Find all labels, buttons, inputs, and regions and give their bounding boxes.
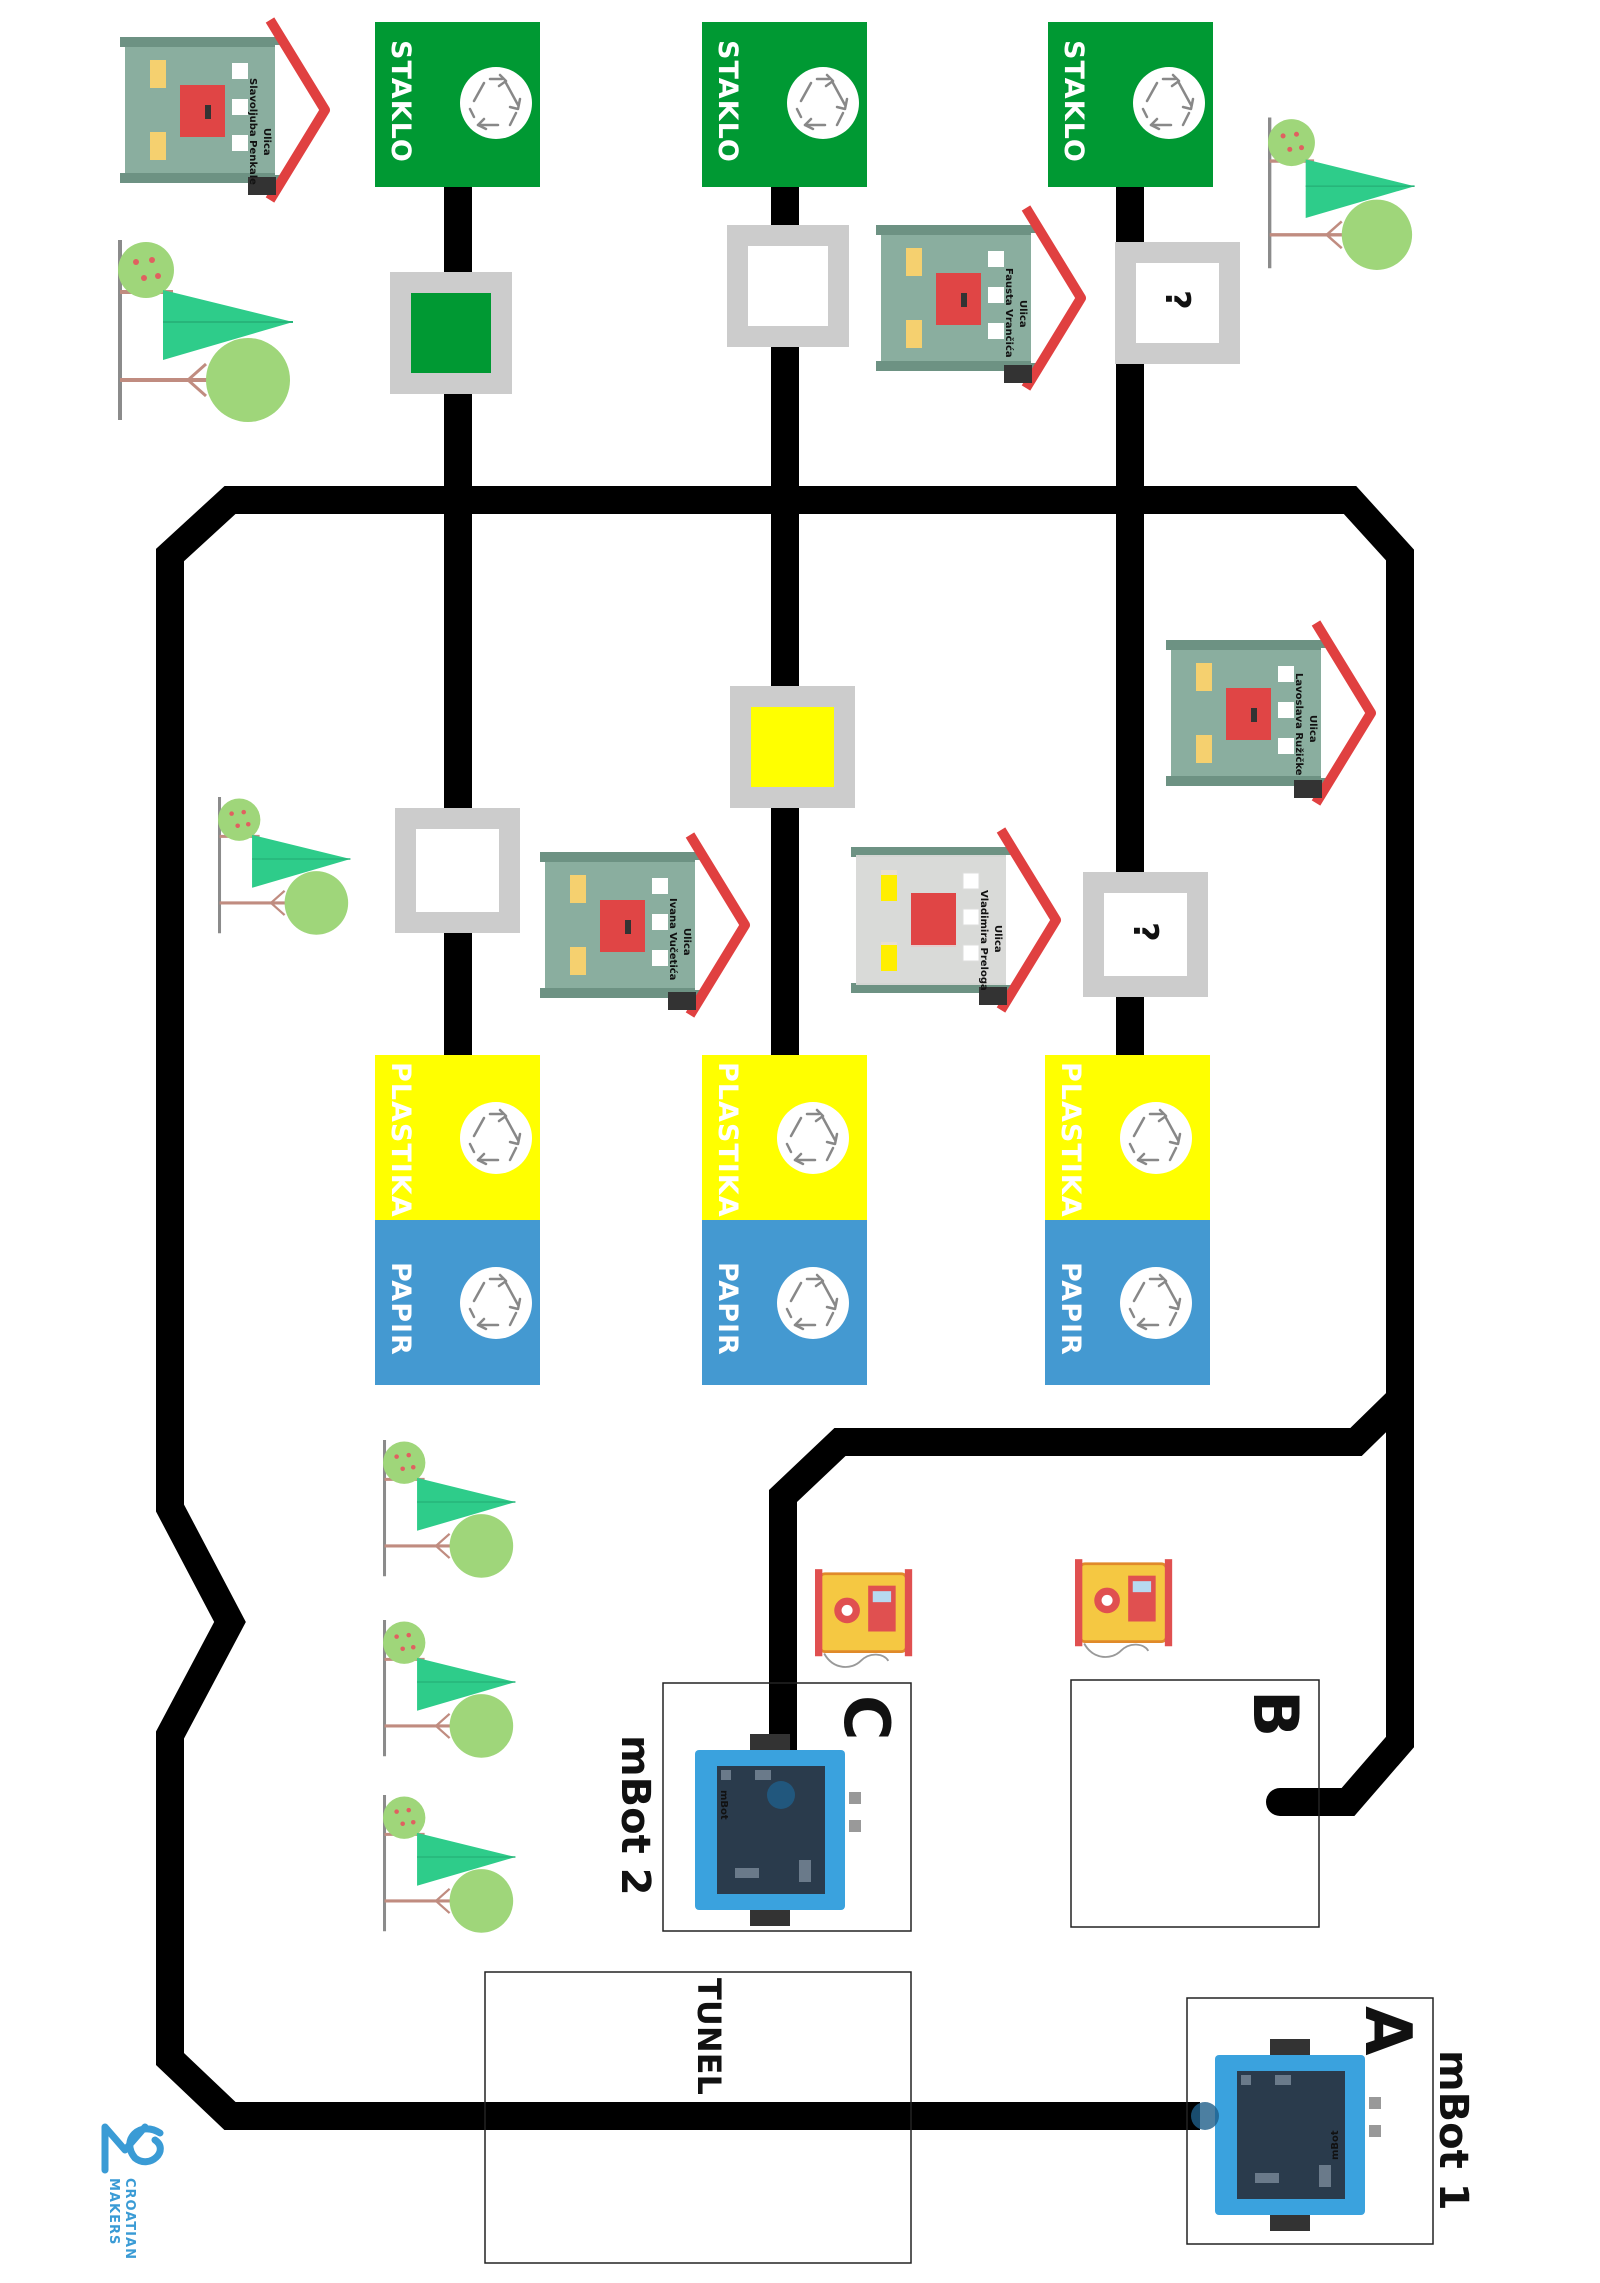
- recycle-icon: [458, 1100, 534, 1176]
- question-mark: ?: [1125, 922, 1165, 942]
- paper-label: PAPIR: [712, 1262, 743, 1356]
- glass-bin-3: STAKLO: [1048, 22, 1213, 187]
- checkpoint-question-2: ?: [1083, 872, 1208, 997]
- mbot-2-label: mBot 2: [612, 1735, 658, 1896]
- trees-icon: [216, 795, 353, 937]
- recycle-icon: [458, 65, 534, 141]
- glass-label: STAKLO: [1058, 40, 1089, 163]
- street-name-1: Slavoljuba Penkale: [247, 78, 258, 185]
- plastic-label: PLASTIKA: [712, 1062, 743, 1218]
- street-name-4: Ivana Vučetića: [667, 898, 679, 980]
- robot-icon: [695, 1734, 861, 1926]
- house-icon: [120, 20, 330, 200]
- recycle-icon: [1131, 65, 1207, 141]
- mbot-1: mBot mBot 1: [1191, 2039, 1476, 2231]
- checkpoint-question-1: ?: [1115, 242, 1240, 364]
- zone-b-label: B: [1239, 1690, 1312, 1737]
- logo-line-1: CROATIAN: [122, 2178, 137, 2260]
- trees-icon: [116, 238, 295, 424]
- checkpoint-green: [390, 272, 512, 394]
- paper-label: PAPIR: [1055, 1262, 1086, 1356]
- checkpoint-empty-1: [727, 225, 849, 347]
- street-name-5: Vladimira Preloga: [978, 890, 989, 991]
- street-prefix: Ulica: [992, 925, 1003, 953]
- trees-icon: [1266, 115, 1417, 272]
- robot-board-text: mBot: [1330, 2130, 1341, 2160]
- plastic-label: PLASTIKA: [385, 1062, 416, 1218]
- fuel-station-icon: [1073, 1557, 1174, 1659]
- street-prefix: Ulica: [1017, 300, 1028, 328]
- plastic-label: PLASTIKA: [1055, 1062, 1086, 1218]
- glass-label: STAKLO: [385, 40, 416, 163]
- house-4: Ulica Ivana Vučetića: [540, 835, 750, 1015]
- mbot-2: mBot mBot 2: [612, 1734, 861, 1926]
- checkpoint-yellow: [730, 686, 855, 808]
- trees-icon: [381, 1793, 518, 1935]
- recycle-icon: [458, 1265, 534, 1341]
- street-name-2: Fausta Vrančića: [1003, 268, 1015, 358]
- trees-icon: [381, 1618, 518, 1760]
- glass-bin-1: STAKLO: [375, 22, 540, 187]
- track-to-b: [1280, 1373, 1414, 1816]
- checkpoint-empty-2: [395, 808, 520, 933]
- street-prefix: Ulica: [261, 128, 272, 156]
- house-3: Ulica Lavoslava Ružičke: [1166, 623, 1376, 803]
- mbot-1-label: mBot 1: [1430, 2050, 1476, 2211]
- plastic-paper-bin-2: PLASTIKA PAPIR: [702, 1055, 867, 1385]
- recycle-icon: [775, 1100, 851, 1176]
- house-1: Ulica Slavoljuba Penkale: [120, 20, 330, 200]
- robot-board-text: mBot: [718, 1790, 729, 1820]
- paper-label: PAPIR: [385, 1262, 416, 1356]
- street-prefix: Ulica: [1307, 715, 1318, 743]
- zone-tunnel: TUNEL: [484, 1971, 912, 2264]
- plastic-paper-bin-3: PLASTIKA PAPIR: [1045, 1055, 1210, 1385]
- outer-loop-track: [156, 486, 1414, 2130]
- question-mark: ?: [1157, 290, 1197, 310]
- house-icon: [540, 835, 750, 1015]
- track-to-c: [769, 1388, 1410, 1760]
- glass-label: STAKLO: [712, 40, 743, 163]
- street-prefix: Ulica: [681, 928, 692, 956]
- logo-line-2: MAKERS: [106, 2178, 121, 2245]
- recycle-icon: [1118, 1265, 1194, 1341]
- robot-icon: [1215, 2039, 1381, 2231]
- zone-c: C: [662, 1682, 912, 1932]
- croatian-makers-logo: CROATIAN MAKERS: [101, 2123, 164, 2260]
- zone-b: B: [1070, 1679, 1320, 1928]
- trees-icon: [381, 1438, 518, 1580]
- recycle-icon: [775, 1265, 851, 1341]
- house-5: Ulica Vladimira Preloga: [851, 830, 1061, 1010]
- street-name-3: Lavoslava Ružičke: [1293, 673, 1305, 776]
- house-icon: [876, 208, 1086, 388]
- tunnel-label: TUNEL: [690, 1978, 728, 2095]
- zone-a-label: A: [1350, 2006, 1424, 2056]
- glass-bin-2: STAKLO: [702, 22, 867, 187]
- recycle-icon: [1118, 1100, 1194, 1176]
- zone-c-label: C: [830, 1695, 903, 1741]
- fuel-station-icon: [813, 1567, 914, 1669]
- house-icon: [1166, 623, 1376, 803]
- house-2: Ulica Fausta Vrančića: [876, 208, 1086, 388]
- plastic-paper-bin-1: PLASTIKA PAPIR: [375, 1055, 540, 1385]
- logo-icon: [101, 2123, 164, 2174]
- recycle-icon: [785, 65, 861, 141]
- zone-a: A: [1186, 1997, 1434, 2245]
